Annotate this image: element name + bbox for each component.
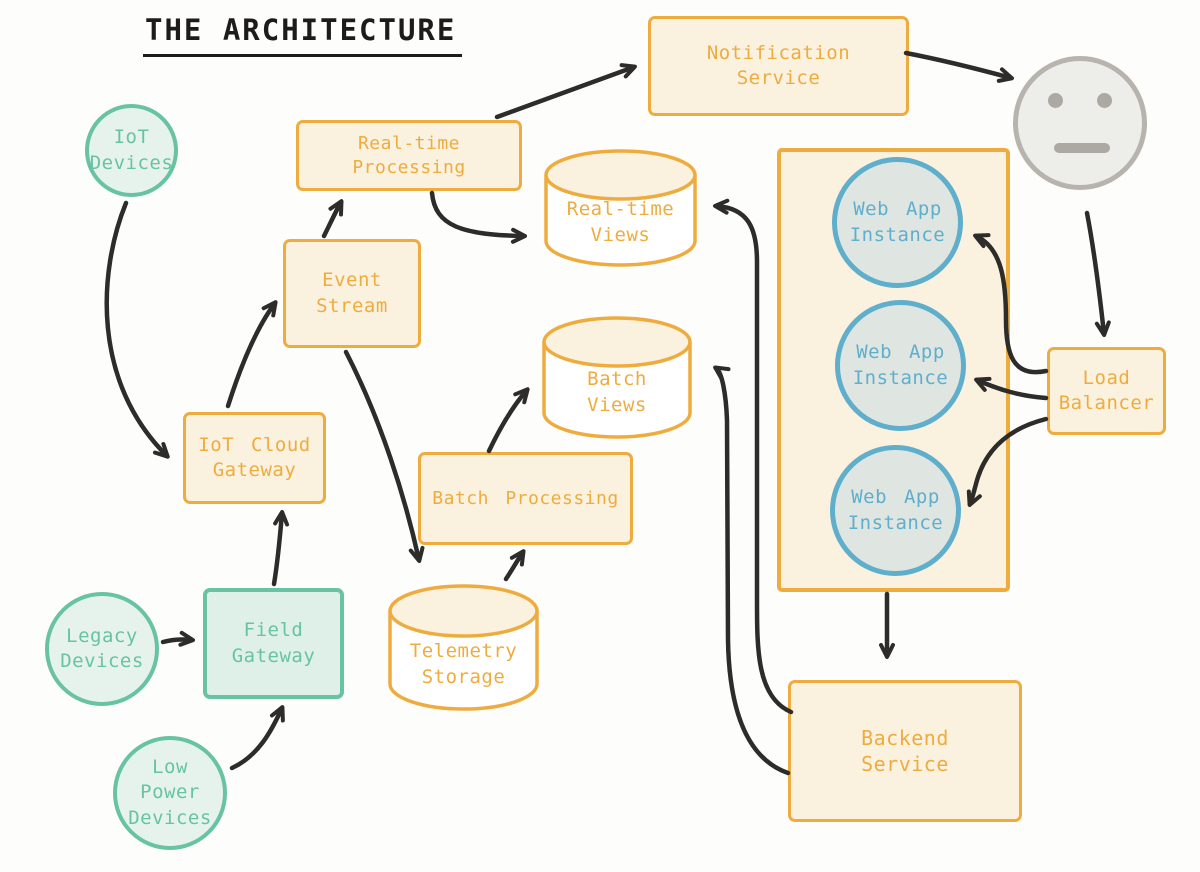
edge-legacy-devices-to-field-gateway [160, 630, 195, 647]
face-right-eye [1097, 93, 1112, 108]
node-realtime-processing: Real-time Processing [296, 120, 522, 191]
edge-realtime-processing-to-realtime-views [429, 190, 527, 244]
cylinder-shape [544, 149, 697, 267]
node-event-stream-label: Event Stream [316, 269, 388, 317]
neutral-face-icon [1013, 56, 1147, 190]
node-load-balancer: Load Balancer [1047, 347, 1166, 435]
node-realtime-views-label: Real-time Views [566, 198, 675, 246]
node-legacy-devices: Legacy Devices [45, 592, 159, 706]
node-realtime-views: Real-time Views [543, 148, 698, 268]
node-backend-service: Backend Service [788, 680, 1022, 822]
node-notification-service-label: Notification Service [706, 41, 851, 89]
node-load-balancer-label: Load Balancer [1058, 366, 1155, 414]
edge-iot-cloud-gateway-to-event-stream [225, 300, 278, 409]
node-low-power-devices: Low Power Devices [113, 736, 227, 850]
node-backend-service-label: Backend Service [861, 725, 949, 776]
edge-batch-processing-to-batch-views [486, 387, 530, 454]
edge-event-stream-to-telemetry-storage [343, 349, 425, 563]
edge-field-gateway-to-iot-cloud-gateway [271, 510, 290, 587]
node-web-app-instance-1-label: Web App Instance [849, 198, 946, 246]
node-telemetry-storage-label: Telemetry Storage [409, 639, 518, 688]
edge-iot-devices-to-iot-cloud-gateway [104, 200, 170, 459]
edge-low-power-devices-to-field-gateway [229, 705, 285, 771]
edge-telemetry-storage-to-batch-processing [503, 549, 526, 582]
diagram-title: THE ARCHITECTURE [143, 13, 463, 57]
node-field-gateway: Field Gateway [203, 588, 344, 699]
node-web-app-instance-3-label: Web App Instance [847, 486, 944, 534]
node-telemetry-storage: Telemetry Storage [387, 583, 540, 712]
node-field-gateway-label: Field Gateway [231, 619, 316, 667]
node-web-app-instance-1: Web App Instance [832, 157, 963, 288]
node-iot-devices-label: IoT Devices [89, 126, 174, 174]
edge-user-to-load-balancer [1084, 210, 1111, 337]
node-batch-views: Batch Views [541, 315, 693, 440]
node-iot-devices: IoT Devices [85, 104, 178, 197]
node-iot-cloud-gateway: IoT Cloud Gateway [183, 412, 326, 504]
node-batch-processing: Batch Processing [418, 452, 633, 545]
face-left-eye [1048, 93, 1063, 108]
node-web-app-instance-2: Web App Instance [835, 300, 966, 431]
node-web-app-instance-3: Web App Instance [830, 445, 961, 576]
edge-notification-service-to-user [903, 50, 1014, 83]
node-batch-processing-label: Batch Processing [432, 487, 619, 509]
node-batch-views-label: Batch Views [587, 367, 647, 416]
cylinder-shape [542, 316, 692, 439]
node-notification-service: Notification Service [648, 16, 909, 116]
node-low-power-devices-label: Low Power Devices [128, 756, 212, 829]
node-event-stream: Event Stream [283, 239, 421, 348]
node-iot-cloud-gateway-label: IoT Cloud Gateway [198, 433, 311, 481]
node-web-app-instance-2-label: Web App Instance [852, 341, 949, 389]
cylinder-shape [388, 584, 539, 711]
face-mouth [1054, 143, 1110, 153]
edge-realtime-processing-to-notification-service [494, 63, 637, 120]
node-legacy-devices-label: Legacy Devices [60, 624, 144, 672]
edge-event-stream-to-realtime-processing [321, 199, 344, 239]
node-realtime-processing-label: Real-time Processing [352, 132, 466, 178]
